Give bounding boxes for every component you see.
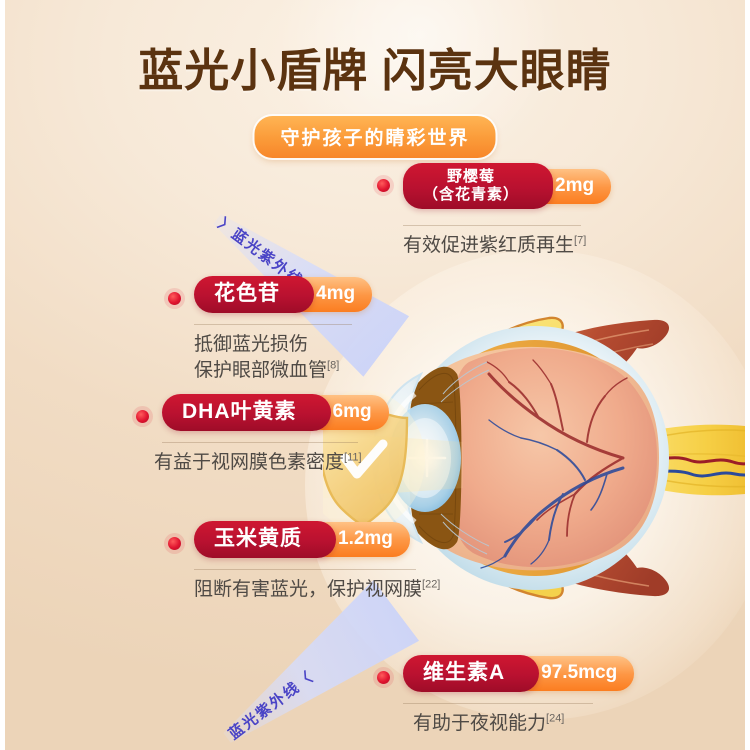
desc-ref: [7]	[574, 234, 587, 247]
desc-text: 有助于夜视能力	[413, 713, 547, 734]
ingredient-name-line1: 野樱莓	[447, 168, 496, 185]
ingredient-desc-4: 有助于夜视能力[24]	[413, 711, 564, 737]
ingredient-pill-row-0: 野樱莓 （含花青素） 2mg	[403, 163, 612, 210]
divider-1	[194, 324, 352, 325]
bullet-dot-icon	[377, 179, 390, 192]
divider-4	[403, 703, 593, 704]
divider-0	[403, 225, 581, 226]
retina	[449, 348, 657, 568]
ingredient-name-line2: （含花青素）	[423, 185, 520, 203]
bullet-dot-icon	[377, 671, 390, 684]
ingredient-desc-2: 有益于视网膜色素密度[11]	[154, 450, 362, 476]
ingredient-desc-0: 有效促进紫红质再生[7]	[403, 233, 586, 259]
ingredient-name-2: DHA叶黄素	[162, 394, 331, 431]
ingredient-name-1: 花色苷	[194, 276, 314, 313]
ingredient-name-0: 野樱莓 （含花青素）	[403, 163, 554, 210]
bullet-dot-icon	[136, 410, 149, 423]
poster-canvas: 蓝光小盾牌 闪亮大眼睛 守护孩子的睛彩世界 〉蓝光紫外线 蓝光紫外线〈	[5, 0, 745, 750]
desc-text: 有效促进紫红质再生	[403, 235, 575, 256]
bullet-dot-icon	[168, 292, 181, 305]
beam-label-bottom: 蓝光紫外线〈	[225, 668, 318, 744]
divider-2	[162, 442, 358, 443]
retina-artery-tree	[486, 359, 628, 537]
desc-ref: [11]	[344, 451, 362, 464]
desc-ref: [22]	[422, 578, 441, 591]
desc-text: 有益于视网膜色素密度	[154, 452, 345, 473]
desc-text: 阻断有害蓝光，保护视网膜	[194, 579, 423, 600]
eye-cross-section-diagram	[323, 278, 745, 638]
ingredient-pill-row-2: DHA叶黄素 6mg	[162, 394, 389, 431]
ingredient-name-4: 维生素A	[403, 655, 540, 692]
ingredient-desc-1: 抵御蓝光损伤 保护眼部微血管[8]	[194, 332, 339, 384]
ingredient-pill-row-4: 维生素A 97.5mcg	[403, 655, 635, 692]
desc-ref: [24]	[546, 712, 565, 725]
divider-3	[194, 569, 416, 570]
ingredient-desc-3: 阻断有害蓝光，保护视网膜[22]	[194, 577, 440, 603]
ingredient-pill-row-1: 花色苷 4mg	[194, 276, 373, 313]
ingredient-pill-row-3: 玉米黄质 1.2mg	[194, 521, 410, 558]
desc-text-2: 保护眼部微血管	[194, 360, 328, 382]
retina-vein-tree	[480, 419, 625, 569]
subtitle-pill: 守护孩子的睛彩世界	[254, 116, 496, 158]
ingredient-name-3: 玉米黄质	[194, 521, 336, 558]
desc-ref: [8]	[327, 359, 340, 372]
zonule-fibers	[440, 361, 490, 555]
desc-text: 抵御蓝光损伤	[194, 334, 309, 355]
bullet-dot-icon	[168, 537, 181, 550]
page-title: 蓝光小盾牌 闪亮大眼睛	[138, 45, 612, 96]
